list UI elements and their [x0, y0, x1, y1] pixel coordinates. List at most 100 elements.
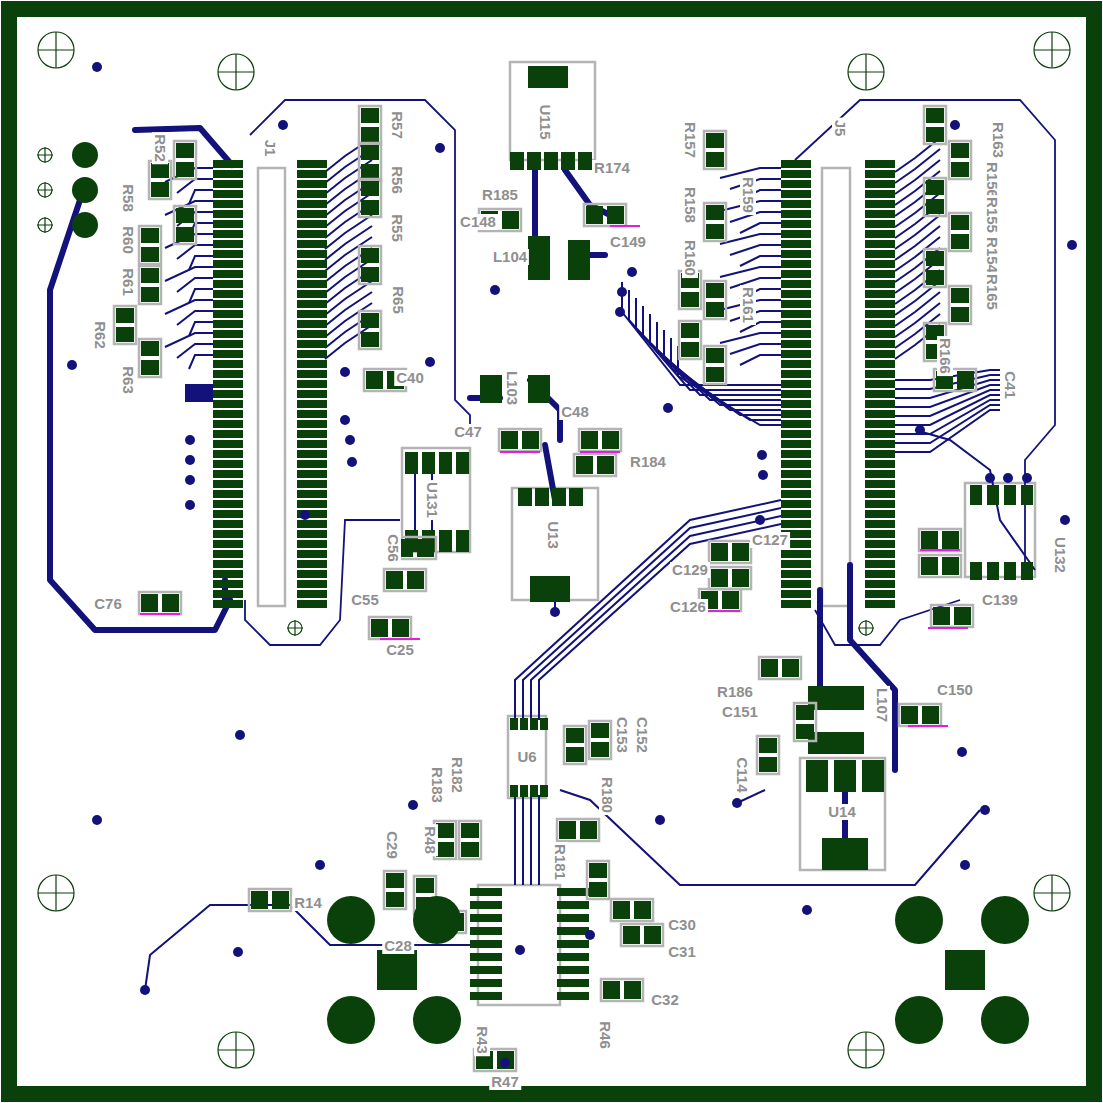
connector-pad [865, 260, 895, 268]
ic-pad [557, 888, 589, 896]
part-outline [822, 168, 850, 606]
smd-pad [461, 842, 479, 857]
smd-pad [926, 270, 944, 285]
copper-trace [740, 223, 781, 233]
ic-pad [527, 152, 541, 170]
smd-pad [361, 164, 379, 179]
smd-pad [681, 292, 699, 307]
via [980, 805, 990, 815]
silkscreen-label: C126 [668, 599, 708, 615]
silkscreen-label: R61 [120, 266, 136, 298]
connector-pad [865, 460, 895, 468]
ic-pad [520, 718, 528, 730]
footprint-outline [499, 429, 541, 451]
board-outline-trace [245, 520, 400, 645]
ic-pad [518, 488, 532, 506]
ic-pad [970, 562, 982, 580]
footprint-outline [149, 161, 171, 199]
via [957, 747, 967, 757]
via [185, 387, 195, 397]
connector-pad [213, 360, 243, 368]
footprint-outline [709, 541, 751, 563]
connector-pad [781, 160, 811, 168]
connector-pad [865, 440, 895, 448]
connector-pad [781, 170, 811, 178]
silkscreen-label: C28 [382, 938, 414, 954]
smd-pad [644, 926, 661, 944]
via [655, 815, 665, 825]
ic-pad [557, 914, 589, 922]
footprint-outline [704, 281, 726, 319]
test-pad [72, 142, 98, 168]
connector-pad [213, 450, 243, 458]
connector-pad [297, 480, 327, 488]
via [1060, 515, 1070, 525]
connector-pad [781, 190, 811, 198]
connector-pad [297, 200, 327, 208]
ic-pad [540, 785, 548, 797]
smd-pad [732, 569, 749, 587]
connector-pad [297, 240, 327, 248]
ic-pad [834, 760, 856, 792]
footprint-outline [589, 721, 611, 759]
ic-pad [470, 888, 502, 896]
footprint-outline [924, 178, 946, 216]
smd-pad [386, 873, 404, 888]
smd-pad [957, 371, 974, 389]
connector-pad [781, 220, 811, 228]
silkscreen-label: R56 [389, 164, 405, 196]
via [550, 607, 560, 617]
via [340, 367, 350, 377]
board-edge [9, 9, 1094, 1094]
smd-pad [603, 981, 620, 999]
fiducial-cross [287, 620, 303, 636]
mounting-hole [848, 1032, 884, 1068]
part-outline [258, 168, 285, 606]
copper-trace [895, 405, 1000, 443]
smd-pad [901, 706, 918, 724]
passive-footprint [584, 204, 626, 226]
silkscreen-label: R57 [389, 109, 405, 141]
mounting-hole [218, 1032, 254, 1068]
connector-pad [297, 310, 327, 318]
connector-pad [213, 330, 243, 338]
via [755, 515, 765, 525]
smd-pad [116, 327, 134, 342]
connector-pad [297, 490, 327, 498]
smd-pad [392, 619, 409, 637]
passive-footprint [114, 306, 136, 344]
connector-pad [297, 380, 327, 388]
connector-pad [213, 160, 243, 168]
footprint-outline [249, 889, 291, 911]
connector-pad [865, 220, 895, 228]
passive-footprint [359, 143, 381, 181]
smd-pad [921, 531, 938, 549]
silkscreen-label: U13 [545, 519, 561, 551]
connector-pad [865, 380, 895, 388]
connector-pad [865, 510, 895, 518]
connector-pad [213, 480, 243, 488]
via [235, 730, 245, 740]
passive-footprint [679, 321, 701, 359]
large-pad [327, 996, 375, 1044]
connector-pad [865, 420, 895, 428]
connector-pad [865, 170, 895, 178]
connector-pad [213, 280, 243, 288]
smd-pad [436, 842, 454, 857]
copper-trace [539, 524, 781, 720]
footprint-outline [174, 141, 196, 179]
smd-pad [951, 288, 969, 303]
ic-pad [535, 488, 549, 506]
copper-trace [530, 795, 532, 885]
silkscreen-label: C153 [614, 715, 630, 755]
smd-pad [361, 313, 379, 328]
connector-pad [781, 470, 811, 478]
ic-pad [561, 152, 575, 170]
hole-ring [848, 1032, 884, 1068]
footprint-outline [359, 106, 381, 144]
copper-trace [189, 355, 213, 369]
connector-pad [213, 340, 243, 348]
large-pad [413, 896, 461, 944]
connector-pad [865, 340, 895, 348]
